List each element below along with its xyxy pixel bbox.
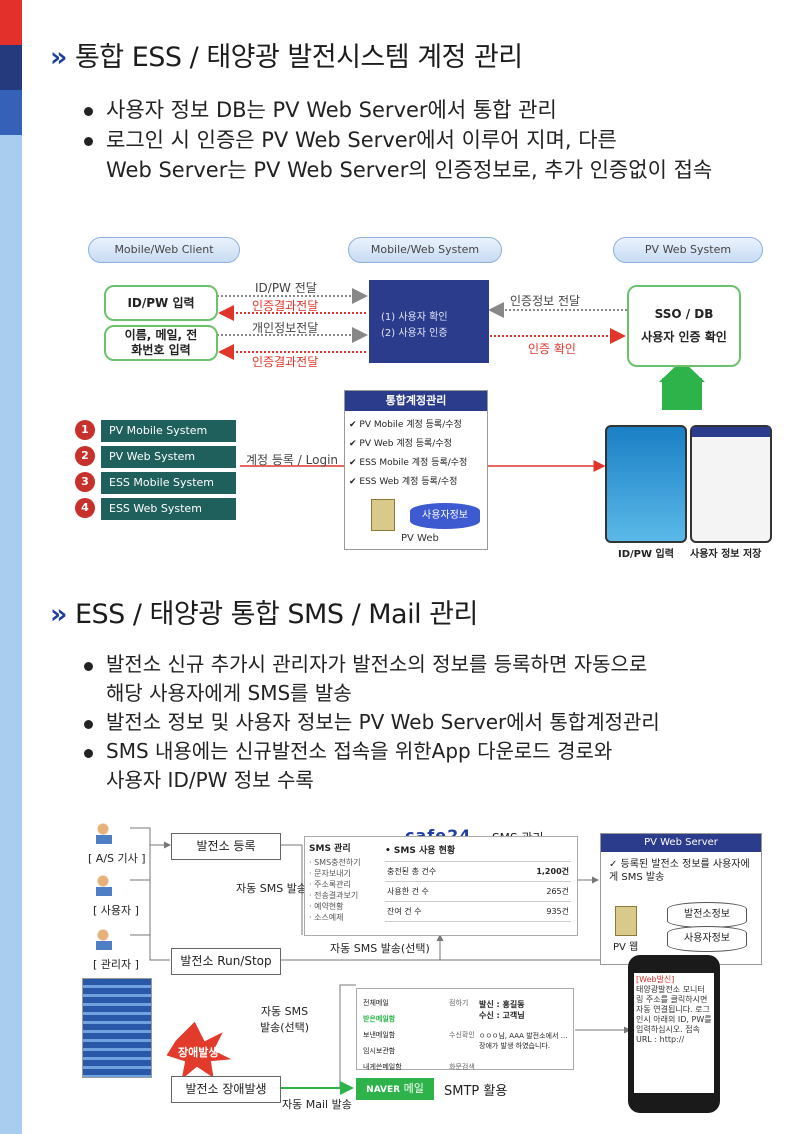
diagram1-connectors bbox=[217, 288, 705, 472]
left-bar-blue bbox=[0, 90, 22, 135]
person-icon bbox=[94, 822, 120, 844]
pill-mobile-web-client: Mobile/Web Client bbox=[88, 237, 240, 263]
person-label: [ A/S 기사 ] bbox=[88, 852, 146, 865]
sso-db-box: SSO / DB 사용자 인증 확인 bbox=[627, 285, 741, 367]
left-bar-red bbox=[0, 0, 22, 45]
plant-fault-box: 발전소 장애발생 bbox=[171, 1076, 281, 1103]
sms-panel: SMS 관리 · SMS충전하기 · 문자보내기 · 주소록관리 · 전송결과보… bbox=[304, 836, 578, 936]
plant-info-db: 발전소정보 bbox=[667, 902, 747, 928]
section2-bullets: 발전소 신규 추가시 관리자가 발전소의 정보를 등록하면 자동으로 해당 사용… bbox=[80, 650, 660, 795]
mail-panel: 전체메일 받은메일함 보낸메일함 임시보관함 내게쓴메일함 점하기 수신확인 화… bbox=[356, 988, 574, 1071]
server-icon bbox=[615, 906, 637, 936]
plant-register-box: 발전소 등록 bbox=[171, 833, 281, 860]
person-icon bbox=[94, 928, 120, 950]
label-auto-mail: 자동 Mail 발송 bbox=[282, 1098, 352, 1111]
label-auto-sms: 자동 SMS 발송 bbox=[236, 882, 307, 895]
label-register-login: 계정 등록 / Login bbox=[246, 453, 339, 467]
pill-pv-web-system: PV Web System bbox=[613, 237, 763, 263]
system-auth-box: (1) 사용자 확인 (2) 사용자 인증 bbox=[369, 280, 489, 363]
user-info-db: 사용자정보 bbox=[667, 926, 747, 952]
bullet-item: 사용자 정보 DB는 PV Web Server에서 통합 관리 bbox=[80, 95, 712, 125]
bullet-item: 발전소 정보 및 사용자 정보는 PV Web Server에서 통합계정관리 bbox=[80, 708, 660, 737]
left-bar-navy bbox=[0, 45, 22, 90]
monitoring-screen bbox=[82, 978, 152, 1078]
section1-bullets: 사용자 정보 DB는 PV Web Server에서 통합 관리 로그인 시 인… bbox=[80, 95, 712, 185]
pv-server-title: PV Web Server bbox=[601, 834, 761, 852]
chevron-icon: » bbox=[50, 42, 67, 73]
bullet-continuation: 해당 사용자에게 SMS를 발송 bbox=[106, 681, 352, 705]
idpw-input-box: ID/PW 입력 bbox=[104, 285, 218, 321]
pill-mobile-web-system: Mobile/Web System bbox=[348, 237, 502, 263]
bullet-item: SMS 내용에는 신규발전소 접속을 위한App 다운로드 경로와 bbox=[80, 737, 660, 766]
label-idpw-transfer: ID/PW 전달 bbox=[255, 281, 317, 295]
label-auth-info-transfer: 인증정보 전달 bbox=[510, 294, 581, 308]
fault-burst-label: 장애발생 bbox=[178, 1046, 219, 1059]
section1-title: »통합 ESS / 태양광 발전시스템 계정 관리 bbox=[50, 42, 523, 73]
smtp-label: SMTP 활용 bbox=[444, 1084, 508, 1099]
plant-runstop-box: 발전소 Run/Stop bbox=[171, 948, 281, 975]
phone-caption-save: 사용자 정보 저장 bbox=[690, 549, 762, 560]
user-info-db: 사용자정보 bbox=[410, 503, 480, 529]
pv-web-server-panel: PV Web Server ✓ 등록된 발전소 정보를 사용자에게 SMS 발송… bbox=[600, 833, 762, 965]
label-personal-info: 개인정보전달 bbox=[252, 321, 319, 335]
phone-login-screen bbox=[605, 425, 687, 543]
person-icon bbox=[94, 874, 120, 896]
label-auto-sms-select: 자동 SMS 발송(선택) bbox=[330, 942, 430, 955]
bullet-item: 발전소 신규 추가시 관리자가 발전소의 정보를 등록하면 자동으로 bbox=[80, 650, 660, 679]
bullet-item: 로그인 시 인증은 PV Web Server에서 이루어 지며, 다른 bbox=[80, 125, 712, 155]
person-label: [ 관리자 ] bbox=[93, 958, 139, 971]
left-bar-light bbox=[0, 135, 22, 1134]
person-label: [ 사용자 ] bbox=[93, 904, 139, 917]
integrated-account-title: 통합계정관리 bbox=[345, 391, 487, 411]
phone-caption-login: ID/PW 입력 bbox=[618, 549, 674, 560]
section2-title: »ESS / 태양광 통합 SMS / Mail 관리 bbox=[50, 599, 478, 630]
bullet-continuation: Web Server는 PV Web Server의 인증정보로, 추가 인증없… bbox=[106, 158, 713, 182]
label-auth-result-1: 인증결과전달 bbox=[252, 299, 319, 313]
bullet-continuation: 사용자 ID/PW 정보 수록 bbox=[106, 768, 314, 792]
label-auth-result-2: 인증결과전달 bbox=[252, 355, 319, 369]
sms-menu: SMS 관리 · SMS충전하기 · 문자보내기 · 주소록관리 · 전송결과보… bbox=[309, 844, 361, 922]
phone-user-info-screen bbox=[690, 425, 772, 543]
phone-sms: [Web발신] 태양광발전소 모니터링 주소를 클릭하시면 자동 연결됩니다. … bbox=[628, 955, 720, 1113]
label-auth-confirm: 인증 확인 bbox=[528, 342, 576, 356]
integrated-account-panel: 통합계정관리 ✔ PV Mobile 계정 등록/수정 ✔ PV Web 계정 … bbox=[344, 390, 488, 550]
naver-mail-logo: NAVER 메일 bbox=[356, 1078, 434, 1100]
server-icon bbox=[371, 499, 395, 531]
personal-info-box: 이름, 메일, 전화번호 입력 bbox=[104, 325, 218, 361]
chevron-icon: » bbox=[50, 599, 67, 630]
